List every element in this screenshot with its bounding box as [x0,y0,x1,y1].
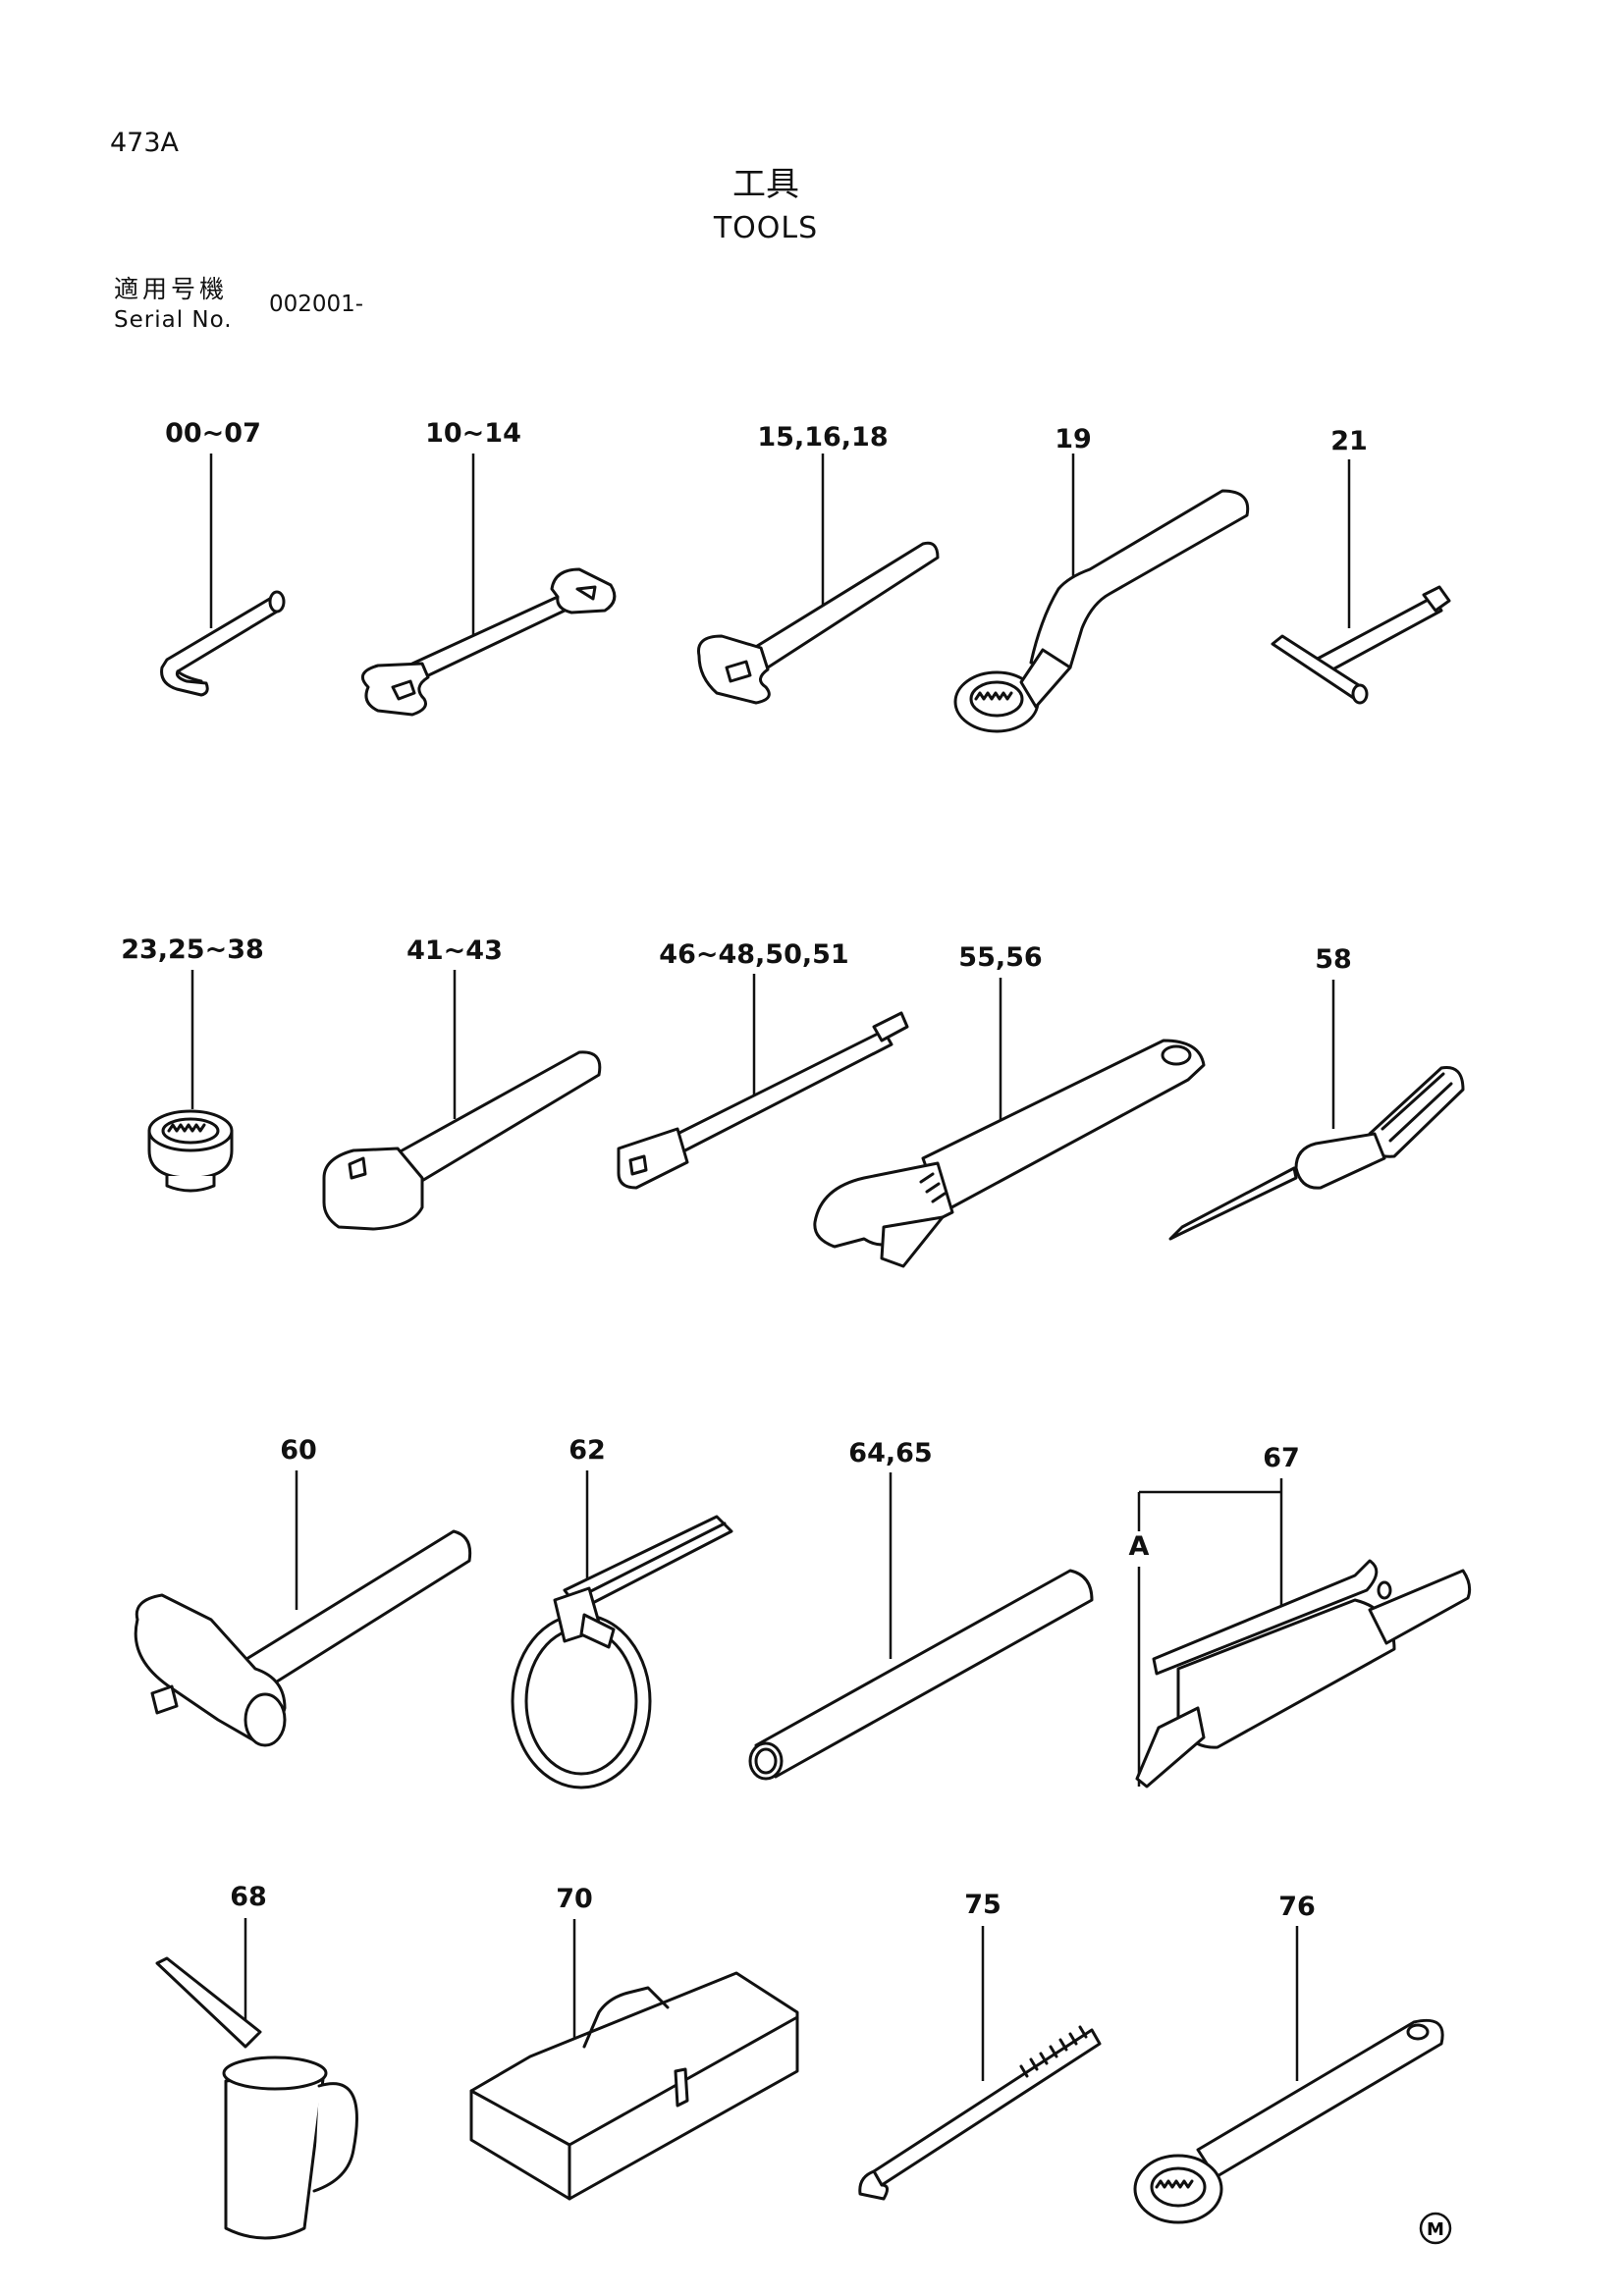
callout-58: 58 [1315,944,1352,975]
callout-23-25-38: 23,25~38 [121,934,264,965]
callout-62: 62 [568,1435,606,1466]
t-handle-wrench-icon [1271,459,1451,705]
page-code: 473A [110,128,180,158]
callout-15-16-18: 15,16,18 [757,422,889,453]
callout-68: 68 [230,1882,267,1912]
adjustable-wrench-icon [813,978,1206,1268]
hex-key-icon [160,454,286,697]
manufacturer-mark-icon: M [1418,2211,1453,2246]
callout-70: 70 [556,1884,593,1914]
open-end-wrench-icon [360,454,617,717]
manufacturer-mark-letter: M [1427,2219,1444,2240]
serial-label-jp: 適用号機 [114,275,229,303]
callout-55-56: 55,56 [958,942,1043,973]
extension-bar-icon [617,974,909,1190]
screwdriver-icon [1168,980,1465,1241]
serial-value: 002001- [269,292,364,317]
tool-box-icon [469,1919,799,2201]
page-title-jp: 工具 [732,165,799,204]
hammer-icon [134,1470,472,1747]
ratchet-handle-icon [322,970,602,1231]
callout-67-a: A [1128,1531,1150,1562]
socket-icon [147,970,234,1193]
page-title-en: TOOLS [713,211,819,245]
callout-67: 67 [1263,1443,1300,1473]
filter-wrench-icon [511,1470,733,1789]
offset-ring-wrench-icon [953,454,1250,733]
grease-gun-icon [1135,1478,1472,1789]
oil-can-icon [155,1918,358,2240]
callout-76: 76 [1278,1892,1316,1922]
single-open-wrench-icon [696,454,940,705]
callout-10-14: 10~14 [425,418,521,449]
callout-60: 60 [280,1435,317,1466]
callout-00-07: 00~07 [165,418,261,449]
pipe-icon [748,1472,1094,1781]
callout-46-48-50-51: 46~48,50,51 [659,939,849,970]
callout-19: 19 [1055,424,1092,454]
callout-21: 21 [1330,426,1368,456]
callout-75: 75 [964,1890,1001,1920]
ring-wrench-icon [1133,1926,1444,2224]
hook-tool-icon [858,1926,1102,2201]
callout-64-65: 64,65 [848,1438,933,1468]
callout-41-43: 41~43 [406,935,503,966]
serial-label-en: Serial No. [114,307,233,333]
